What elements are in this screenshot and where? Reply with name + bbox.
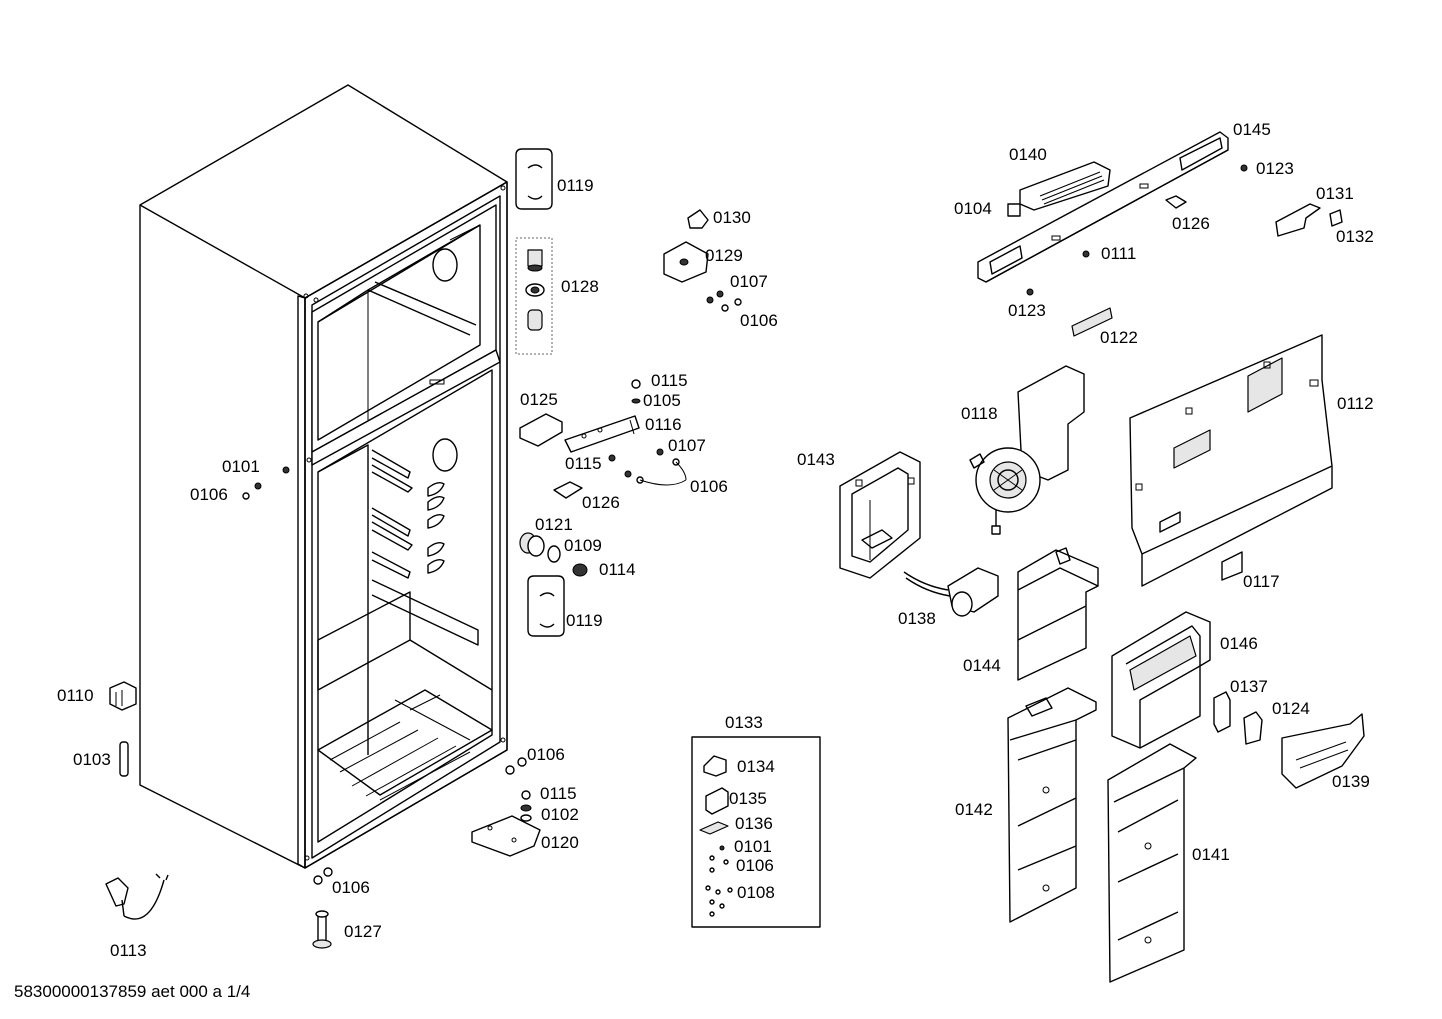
- part-label-0115: 0115: [565, 454, 602, 473]
- part-label-0107: 0107: [730, 272, 768, 291]
- small-parts-right: [1213, 691, 1365, 789]
- part-label-0126: 0126: [582, 493, 620, 512]
- part-label-0146: 0146: [1220, 634, 1258, 653]
- part-label-0119: 0119: [566, 611, 603, 630]
- part-label-0120: 0120: [541, 833, 579, 852]
- cabinet-housing: [139, 84, 508, 869]
- part-label-0140: 0140: [1009, 145, 1047, 164]
- part-label-0112: 0112: [1337, 394, 1374, 413]
- part-label-0142: 0142: [955, 800, 993, 819]
- part-label-0145: 0145: [1233, 120, 1271, 139]
- cover-panel-front: [1007, 687, 1097, 923]
- rear-panel: [1129, 334, 1333, 587]
- part-label-0139: 0139: [1332, 772, 1370, 791]
- part-label-0118: 0118: [961, 404, 998, 423]
- part-label-0107: 0107: [668, 436, 706, 455]
- part-label-0122: 0122: [1100, 328, 1138, 347]
- part-label-0106: 0106: [332, 878, 370, 897]
- part-label-0108: 0108: [737, 883, 775, 902]
- part-label-0102: 0102: [541, 805, 579, 824]
- fan-assembly: [969, 365, 1085, 535]
- part-label-0123: 0123: [1256, 159, 1294, 178]
- part-label-0103: 0103: [73, 750, 111, 769]
- part-label-0110: 0110: [57, 686, 94, 705]
- part-label-0117: 0117: [1243, 572, 1280, 591]
- part-label-0115: 0115: [651, 371, 688, 390]
- part-label-0106: 0106: [736, 856, 774, 875]
- evaporator-housing: [839, 451, 921, 579]
- part-label-0129: 0129: [705, 246, 743, 265]
- part-label-0111: 0111: [1101, 244, 1137, 263]
- part-label-0116: 0116: [645, 415, 682, 434]
- part-label-0106: 0106: [740, 311, 778, 330]
- small-parts-left: [105, 148, 742, 949]
- part-label-0134: 0134: [737, 757, 775, 776]
- document-footer-code: 58300000137859 aet 000 a 1/4: [14, 982, 251, 1001]
- part-label-0109: 0109: [564, 536, 602, 555]
- cover-panel-rear: [1107, 743, 1197, 983]
- part-label-0114: 0114: [599, 560, 636, 579]
- part-label-0137: 0137: [1230, 677, 1268, 696]
- part-label-0121: 0121: [535, 515, 573, 534]
- part-label-0105: 0105: [643, 391, 681, 410]
- part-label-0135: 0135: [729, 789, 767, 808]
- part-label-0138: 0138: [898, 609, 936, 628]
- part-label-0115: 0115: [540, 784, 577, 803]
- part-label-0143: 0143: [797, 450, 835, 469]
- kit-box: [691, 736, 821, 928]
- part-label-0136: 0136: [735, 814, 773, 833]
- part-label-0113: 0113: [110, 941, 147, 960]
- part-label-0106: 0106: [190, 485, 228, 504]
- drawer-cover: [1111, 611, 1211, 749]
- part-label-0141: 0141: [1192, 845, 1230, 864]
- part-label-0131: 0131: [1316, 184, 1354, 203]
- part-label-0106: 0106: [690, 477, 728, 496]
- control-strip: [977, 131, 1343, 337]
- part-label-0101: 0101: [734, 837, 772, 856]
- part-label-0101: 0101: [222, 457, 260, 476]
- part-label-0130: 0130: [713, 208, 751, 227]
- part-label-0125: 0125: [520, 390, 558, 409]
- kit-label-0133: 0133: [725, 713, 763, 732]
- part-label-0106: 0106: [527, 745, 565, 764]
- part-label-0144: 0144: [963, 656, 1001, 675]
- part-label-0128: 0128: [561, 277, 599, 296]
- part-label-0132: 0132: [1336, 227, 1374, 246]
- heater-assembly: [903, 567, 999, 617]
- air-duct: [1017, 547, 1099, 681]
- part-label-0126: 0126: [1172, 214, 1210, 233]
- part-label-0104: 0104: [954, 199, 992, 218]
- part-label-0119: 0119: [557, 176, 594, 195]
- part-label-0123: 0123: [1008, 301, 1046, 320]
- part-label-0124: 0124: [1272, 699, 1310, 718]
- part-label-0127: 0127: [344, 922, 382, 941]
